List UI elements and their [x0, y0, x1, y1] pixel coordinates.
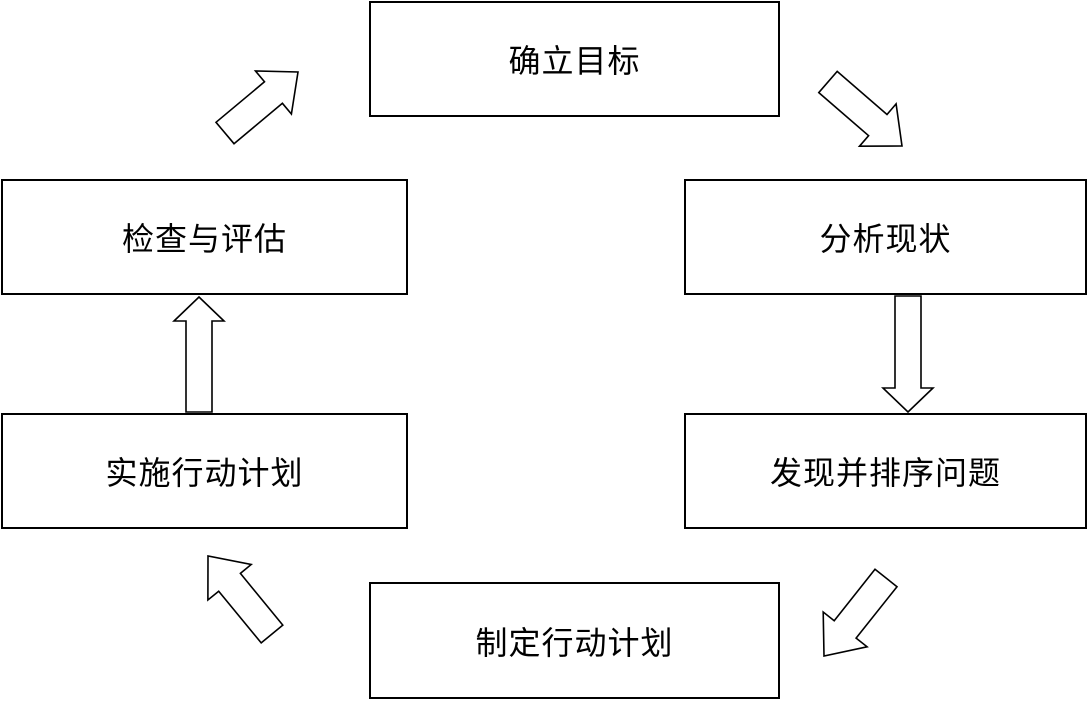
flow-arrow-n5-to-n6 [172, 295, 226, 413]
node-label: 分析现状 [819, 220, 952, 258]
flow-arrow-n1-to-n2 [817, 70, 903, 148]
node-label: 制定行动计划 [475, 623, 674, 662]
flow-arrow-n6-to-n1 [214, 70, 299, 145]
flow-arrow-n4-to-n5 [207, 555, 284, 645]
node-label: 确立目标 [508, 42, 641, 80]
node-check-evaluate: 检查与评估 [1, 179, 408, 295]
node-make-action-plan: 制定行动计划 [369, 582, 780, 699]
node-label: 检查与评估 [121, 220, 287, 258]
node-label: 实施行动计划 [105, 454, 304, 492]
flow-arrow-n3-to-n4 [822, 568, 899, 657]
node-establish-goal: 确立目标 [369, 1, 780, 117]
flow-arrow-n2-to-n3 [881, 295, 935, 414]
node-label: 发现并排序问题 [769, 454, 1001, 492]
node-implement-action-plan: 实施行动计划 [1, 413, 408, 529]
node-find-rank-problems: 发现并排序问题 [684, 413, 1087, 529]
node-analyze-status: 分析现状 [684, 179, 1087, 295]
